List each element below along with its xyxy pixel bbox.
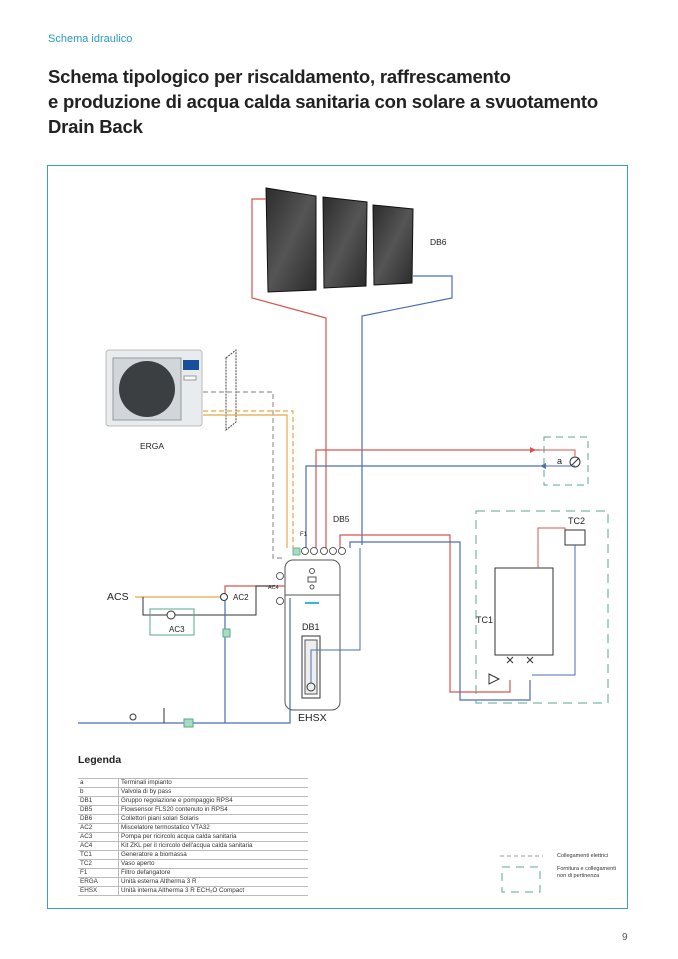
- solar-panel: [265, 187, 317, 293]
- terminal-flow-pipe: [315, 449, 540, 548]
- legend-desc: Valvola di by pass: [118, 787, 308, 797]
- pump-icon: [166, 610, 176, 620]
- supply-key-box: [501, 866, 541, 893]
- title-line: e produzione di acqua calda sanitaria co…: [48, 91, 598, 112]
- legend-code: b: [78, 787, 119, 797]
- title-line: Drain Back: [48, 116, 143, 137]
- key-electrical-label: Collegamenti elettrici: [557, 853, 609, 859]
- legend-code: EHSX: [78, 886, 119, 896]
- boiler-return-pipe: [349, 541, 531, 701]
- label-tc1: TC1: [476, 615, 494, 625]
- legend-desc: Terminali impianto: [118, 778, 308, 788]
- legend-desc: Pompa per ricircolo acqua calda sanitari…: [118, 832, 308, 842]
- legend-desc: Collettori piani solari Solaris: [118, 814, 308, 824]
- label-db5: DB5: [333, 514, 350, 524]
- page-number: 9: [622, 932, 628, 943]
- legend-code: TC2: [78, 859, 119, 869]
- legend-desc: Generatore a biomassa: [118, 850, 308, 860]
- softener-icon: [183, 718, 194, 728]
- electrical-connection: [203, 391, 285, 559]
- diagram-frame: [47, 165, 628, 909]
- legend-desc: Unità interna Altherma 3 R ECH₂O Compact: [118, 886, 308, 896]
- legend-code: AC4: [78, 841, 119, 851]
- wall-icon: [225, 348, 237, 432]
- open-vessel-tc2: [564, 529, 586, 546]
- label-tc2: TC2: [568, 516, 586, 526]
- label-db6: DB6: [430, 237, 447, 247]
- legend-code: AC2: [78, 823, 119, 833]
- terminal-return-pipe: [305, 465, 540, 548]
- boiler-flow-pipe: [339, 534, 511, 693]
- label-ac2: AC2: [233, 593, 249, 602]
- page-title: Schema tipologico per riscaldamento, raf…: [48, 64, 648, 139]
- legend-desc: Miscelatore termostatico VTA32: [118, 823, 308, 833]
- legend-code: DB5: [78, 805, 119, 815]
- legend-desc: Vaso aperto: [118, 859, 308, 869]
- key-supply-label: Fornitura e collegamenti non di pertinen…: [557, 866, 617, 879]
- legend-desc: Unità esterna Altherma 3 R: [118, 877, 308, 887]
- legend-code: ERGA: [78, 877, 119, 887]
- solar-panel: [322, 196, 368, 289]
- gauge-icon: [129, 713, 137, 721]
- solar-collectors: [265, 187, 414, 293]
- label-ac3: AC3: [169, 625, 185, 634]
- indoor-unit-ehsx: [284, 559, 341, 711]
- legend-code: TC1: [78, 850, 119, 860]
- legend-code: DB6: [78, 814, 119, 824]
- label-acs: ACS: [107, 591, 129, 603]
- safety-valve-icon: [488, 673, 501, 685]
- label-ac4: AC4: [268, 585, 279, 591]
- boiler-supply-box: [475, 510, 609, 704]
- connection-ports: [276, 547, 346, 605]
- label-ehsx: EHSX: [298, 712, 327, 724]
- legend-code: DB1: [78, 796, 119, 806]
- legend-code: F1: [78, 868, 119, 878]
- mixer-icon: [220, 593, 228, 601]
- cold-water-pipe: [78, 598, 291, 724]
- refrigerant-line: [203, 410, 294, 548]
- legend-desc: Kit ZKL per il ricircolo dell'acqua cald…: [118, 841, 308, 851]
- title-line: Schema tipologico per riscaldamento, raf…: [48, 66, 511, 87]
- legend-code: AC3: [78, 832, 119, 842]
- label-erga: ERGA: [140, 441, 165, 451]
- terminal-box: [543, 436, 589, 486]
- solar-flow-pipe: [251, 198, 327, 548]
- outdoor-unit-erga: [105, 349, 203, 427]
- refrigerant-line: [203, 414, 288, 548]
- legend-desc: Flowsensor FLS20 contenuto in RPS4: [118, 805, 308, 815]
- section-label: Schema idraulico: [48, 33, 133, 45]
- legend-desc: Filtro defangatore: [118, 868, 308, 878]
- legend-code: a: [78, 778, 119, 788]
- recirc-pipe: [142, 585, 275, 616]
- legend-title: Legenda: [78, 754, 122, 766]
- label-db1: DB1: [302, 622, 320, 632]
- label-a: a: [557, 456, 563, 466]
- solar-return-pipe: [361, 275, 453, 545]
- solar-panel: [372, 204, 414, 286]
- legend-desc: Gruppo regolazione e pompaggio RPS4: [118, 796, 308, 806]
- recirc-pump-box: [149, 608, 195, 636]
- label-f1: F1: [300, 532, 308, 538]
- boiler-tc1: [494, 567, 554, 656]
- filter-icon: [222, 628, 231, 638]
- valve-icon: [506, 656, 534, 664]
